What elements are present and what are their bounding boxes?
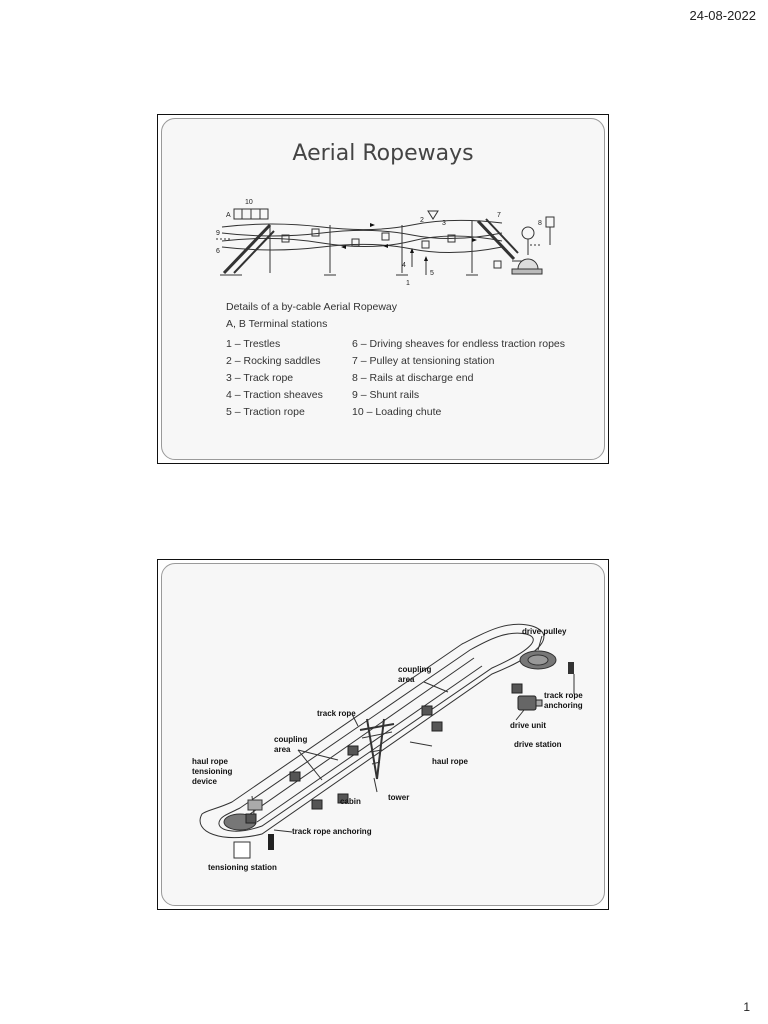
label-drive-pulley: drive pulley	[522, 627, 567, 636]
legend-terminal-stations: A, B Terminal stations	[226, 318, 328, 330]
cabin-icon	[511, 683, 523, 694]
label-coupling-area-left-2: area	[274, 745, 291, 754]
header-date: 24-08-2022	[689, 8, 757, 23]
track-rope-anchor-icon	[268, 834, 274, 850]
legend-item: 7 – Pulley at tensioning station	[352, 355, 495, 367]
diagram-label-4: 4	[402, 262, 406, 269]
diagram-label-5: 5	[430, 270, 434, 277]
slide-title: Aerial Ropeways	[292, 141, 474, 166]
slide-frame: Aerial Ropeways	[161, 118, 605, 460]
diagram-label-7: 7	[497, 212, 501, 219]
slide-frame: drive pulley coupling area track rope an…	[161, 563, 605, 906]
cabin-icon	[245, 813, 257, 824]
cabins	[245, 683, 523, 824]
label-coupling-area-left: coupling	[274, 735, 307, 744]
drive-pulley-icon	[519, 650, 557, 670]
cabin-icon	[421, 705, 433, 716]
cabin-icon	[289, 771, 301, 782]
legend-item: 4 – Traction sheaves	[226, 389, 323, 401]
cabin-icon	[431, 721, 443, 732]
legend-item: 6 – Driving sheaves for endless traction…	[352, 338, 566, 350]
ropeway-system-diagram: drive pulley coupling area track rope an…	[192, 623, 583, 872]
label-track-rope: track rope	[317, 709, 356, 718]
label-haul-rope-tensioning-3: device	[192, 777, 217, 786]
legend-item: 5 – Traction rope	[226, 406, 305, 418]
diagram-label-3: 3	[442, 220, 446, 227]
label-haul-rope: haul rope	[432, 757, 469, 766]
label-cabin: cabin	[340, 797, 361, 806]
label-coupling-area-top-2: area	[398, 675, 415, 684]
legend-item: 3 – Track rope	[226, 372, 294, 384]
diagram-label-9: 9	[216, 230, 220, 237]
label-track-rope-anchoring-bottom: track rope anchoring	[292, 827, 372, 836]
label-drive-unit: drive unit	[510, 721, 546, 730]
diagram-label-a: A	[226, 212, 231, 219]
diagram-label-8: 8	[538, 220, 542, 227]
diagram-label-6: 6	[216, 248, 220, 255]
legend-item: 9 – Shunt rails	[352, 389, 420, 401]
legend-item: 2 – Rocking saddles	[226, 355, 321, 367]
label-coupling-area-top: coupling	[398, 665, 431, 674]
cabin-icon	[347, 745, 359, 756]
track-rope-anchor-icon	[568, 662, 574, 674]
page-number: 1	[743, 1000, 750, 1014]
legend-column-right: 6 – Driving sheaves for endless traction…	[352, 336, 565, 421]
diagram-label-10: 10	[245, 199, 253, 206]
drive-unit-icon	[517, 695, 543, 711]
legend-item: 10 – Loading chute	[352, 406, 442, 418]
label-tensioning-station: tensioning station	[208, 863, 277, 872]
legend-item: 1 – Trestles	[226, 338, 281, 350]
label-track-rope-anchoring-right-2: anchoring	[544, 701, 583, 710]
label-haul-rope-tensioning: haul rope	[192, 757, 229, 766]
tensioning-station-icon	[233, 841, 251, 859]
legend-heading: Details of a by-cable Aerial Ropeway	[226, 301, 398, 313]
label-haul-rope-tensioning-2: tensioning	[192, 767, 233, 776]
slide-aerial-ropeways: Aerial Ropeways	[157, 114, 609, 464]
diagram-label-2: 2	[420, 217, 424, 224]
bicable-ropeway-diagram: 10 A 9 6 2 3 7 8 4 1 5	[216, 199, 555, 287]
label-tower: tower	[388, 793, 409, 802]
legend-item: 8 – Rails at discharge end	[352, 372, 474, 384]
cabin-icon	[311, 799, 323, 810]
slide-ropeway-system-diagram: drive pulley coupling area track rope an…	[157, 559, 609, 910]
diagram-label-1: 1	[406, 280, 410, 287]
legend-column-left: 1 – Trestles 2 – Rocking saddles 3 – Tra…	[226, 336, 323, 421]
label-track-rope-anchoring-right: track rope	[544, 691, 583, 700]
label-drive-station: drive station	[514, 740, 562, 749]
cabin-icon	[337, 793, 349, 804]
